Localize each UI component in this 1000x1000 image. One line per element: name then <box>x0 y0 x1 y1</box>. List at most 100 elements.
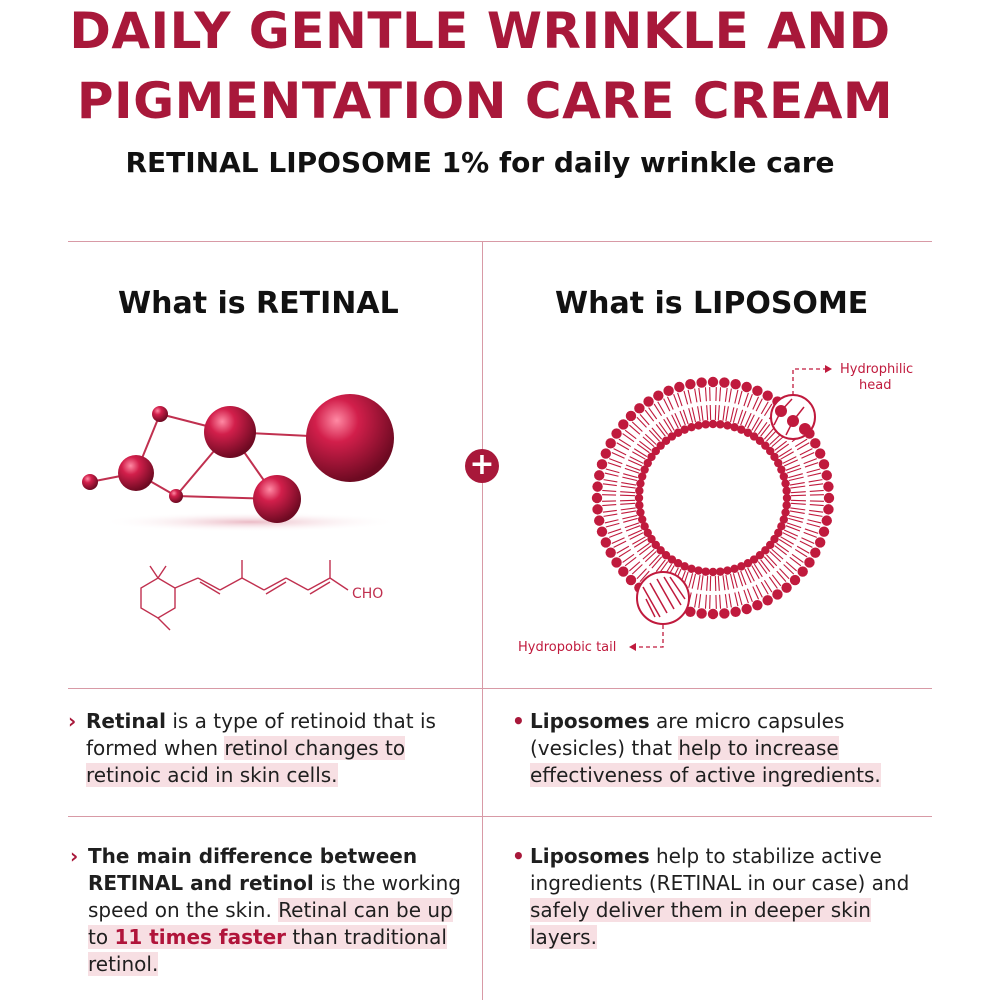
lipid-head-outer <box>741 603 752 615</box>
lipid-head-outer <box>804 557 815 568</box>
lipid-head-inner <box>708 567 718 577</box>
lipid-tail <box>737 390 743 405</box>
bullet-marker: • <box>512 709 525 733</box>
lipid-tail <box>616 442 630 451</box>
lipid-tail <box>679 410 686 426</box>
lipid-tail <box>783 564 795 575</box>
lipid-head-inner <box>636 479 645 488</box>
lipid-head-outer <box>596 459 608 470</box>
lipid-tail <box>624 522 640 529</box>
lipid-tail <box>780 451 794 460</box>
lipid-head-outer <box>625 574 637 586</box>
lipid-tail <box>794 438 808 448</box>
lipid-tail <box>803 458 817 465</box>
lipid-tail <box>627 529 643 537</box>
lipid-tail <box>760 581 769 595</box>
lipid-head-outer <box>752 385 763 397</box>
lipid-tail <box>746 394 753 408</box>
lipid-head-inner <box>770 534 779 544</box>
lipid-tail <box>728 388 732 403</box>
lipid-tail <box>673 394 680 408</box>
lipid-head-inner <box>770 452 779 462</box>
lipid-head-inner <box>701 420 710 429</box>
lipid-head-inner <box>774 528 783 538</box>
lipid-tail <box>790 485 806 489</box>
lipid-head-inner <box>723 566 732 575</box>
lipid-tail <box>785 464 801 471</box>
lipid-head-outer <box>821 470 832 481</box>
lipid-tail <box>644 433 657 445</box>
lipid-tail <box>804 462 819 468</box>
lipid-tail <box>808 513 823 517</box>
lipid-head-inner <box>766 540 775 550</box>
lipid-head-outer <box>653 390 664 401</box>
atom-small <box>152 406 168 422</box>
lipid-head-inner <box>651 446 660 456</box>
lipid-tail <box>624 556 637 567</box>
atom-xlarge <box>306 394 394 482</box>
lipid-tail <box>725 406 729 422</box>
lipid-head-outer <box>707 376 719 388</box>
label-hydrophilic-line2: head <box>859 378 891 393</box>
lipid-tail <box>625 464 641 471</box>
label-hydrophilic-line1: Hydrophilic <box>840 362 913 377</box>
lipid-head-outer <box>789 574 801 586</box>
lipid-tail <box>776 542 790 553</box>
liposome-bullet-2-bold: Liposomes <box>530 844 650 868</box>
lipid-head-outer <box>810 547 821 558</box>
lipid-tail <box>609 531 623 538</box>
lipid-head-outer <box>719 377 730 388</box>
retinal-formula: CHO <box>140 560 383 631</box>
lipid-tail <box>743 392 749 407</box>
lipid-head-outer <box>663 385 674 397</box>
lipid-tail <box>607 528 622 534</box>
lipid-head-inner <box>708 419 718 429</box>
lipid-head-inner <box>730 422 739 432</box>
lipid-head-outer <box>730 606 741 617</box>
lipid-tail <box>706 575 709 591</box>
lipid-tail <box>729 407 735 423</box>
lipid-tail <box>743 589 749 604</box>
lipid-tail <box>623 517 638 523</box>
lipid-head-outer <box>685 606 696 617</box>
lipid-tail <box>768 576 778 589</box>
lipid-head-inner <box>716 567 725 576</box>
lipid-head-inner <box>777 522 786 531</box>
lipid-tail <box>809 509 824 513</box>
lipid-head-inner <box>743 428 753 437</box>
lipid-head-inner <box>661 436 671 445</box>
formula-cho-label: CHO <box>352 586 383 602</box>
lipid-head-inner <box>640 522 649 531</box>
lipid-tail <box>763 427 775 440</box>
lipid-head-inner <box>779 515 789 524</box>
lipid-tail <box>607 462 622 468</box>
lipid-tail <box>651 427 663 440</box>
lipid-head-inner <box>755 551 765 560</box>
lipid-tail <box>700 575 704 591</box>
lipid-head-outer <box>762 390 773 401</box>
lipid-tail <box>734 592 739 607</box>
lipid-head-inner <box>680 562 689 571</box>
lipid-tail <box>697 406 701 422</box>
lipid-head-outer <box>592 504 603 515</box>
lipid-tail <box>779 568 790 580</box>
lipid-tail <box>682 409 689 425</box>
lipid-head-inner <box>667 432 677 441</box>
liposome-bullet-1-bold: Liposomes <box>530 709 650 733</box>
lipid-tail <box>752 396 760 410</box>
lipid-tail <box>728 593 732 608</box>
lipid-tail <box>704 387 707 402</box>
lipid-tail <box>763 403 773 417</box>
lipid-head-inner <box>782 486 791 495</box>
lipid-tail <box>688 573 694 588</box>
lipid-tail <box>774 545 787 556</box>
lipid-head-outer <box>618 419 629 430</box>
lipid-tail <box>809 489 824 492</box>
lipid-tail <box>725 574 729 590</box>
lipid-head-inner <box>777 465 786 474</box>
lipid-tail <box>737 591 743 606</box>
lipid-tail <box>788 514 804 520</box>
lipid-tail <box>694 593 698 608</box>
lipid-tail <box>627 459 643 467</box>
lipid-tail <box>687 389 692 404</box>
